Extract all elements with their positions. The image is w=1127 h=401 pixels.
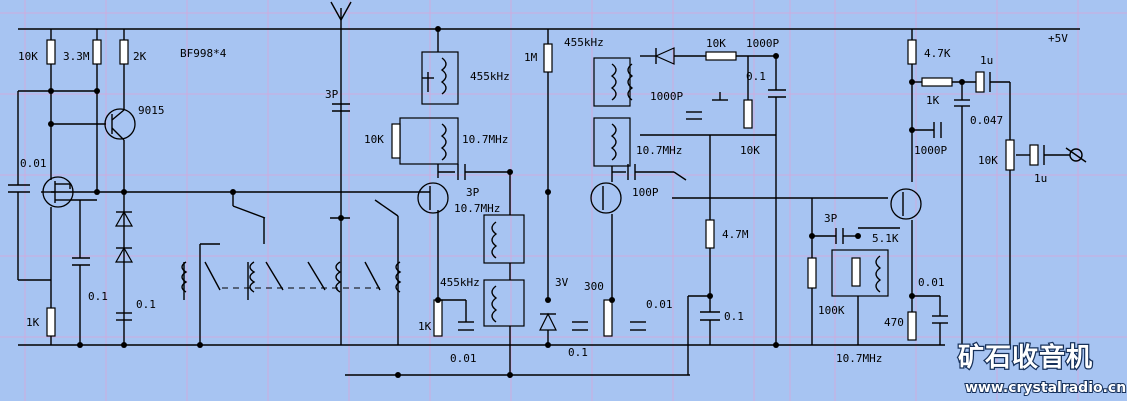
pot-10k <box>1005 139 1015 171</box>
label-if-455-top: 455kHz <box>470 70 510 83</box>
label-r-300: 300 <box>584 280 604 293</box>
diode-icon <box>114 210 134 227</box>
detector-fet-icon <box>590 182 622 214</box>
output-jack-icon <box>1069 148 1083 162</box>
label-r-1k-left: 1K <box>26 316 40 329</box>
label-if-107-b: 10.7MHz <box>454 202 500 215</box>
resistor-10k <box>46 39 56 65</box>
label-c-001-right: 0.01 <box>918 276 945 289</box>
label-if-107: 10.7MHz <box>462 133 508 146</box>
resistor-2k <box>119 39 129 65</box>
label-c-a: 0.1 <box>88 290 108 303</box>
label-c-ant: 3P <box>325 88 339 101</box>
label-c-3p-right: 3P <box>824 212 838 225</box>
diode-icon <box>114 246 134 263</box>
label-if-455-bottom: 455kHz <box>440 276 480 289</box>
label-pot-10k: 10K <box>978 154 998 167</box>
label-c-01-top: 0.1 <box>746 70 766 83</box>
label-r-47m: 4.7M <box>722 228 749 241</box>
watermark-url: www.crystalradio.cn <box>965 380 1126 396</box>
label-r-10k-top: 10K <box>706 37 726 50</box>
supply-label: +5V <box>1048 32 1068 45</box>
label-c-1000p-top: 1000P <box>746 37 779 50</box>
label-c-1000p-right: 1000P <box>914 144 947 157</box>
watermark-title: 矿石收音机 <box>958 342 1093 373</box>
label-if-107-right: 10.7MHz <box>836 352 882 365</box>
resistor-470 <box>907 311 917 341</box>
label-r-10k-mid: 10K <box>364 133 384 146</box>
resistor-10k-mid <box>391 123 401 159</box>
transistor-9015-icon <box>104 108 136 140</box>
zener-diode-icon <box>539 312 557 331</box>
resistor-4k7 <box>907 39 917 65</box>
label-r3: 2K <box>133 50 147 63</box>
transistor-note: BF998*4 <box>180 47 227 60</box>
label-r-470: 470 <box>884 316 904 329</box>
label-r1: 10K <box>18 50 38 63</box>
label-r-1k-right: 1K <box>926 94 940 107</box>
resistor-3m3 <box>92 39 102 65</box>
antenna-symbol <box>330 1 352 345</box>
label-r-1m: 1M <box>524 51 538 64</box>
label-r-100k: 100K <box>818 304 845 317</box>
label-c-in: 0.01 <box>20 157 47 170</box>
resistor-1k-right <box>921 77 953 87</box>
label-c-coupling: 3P <box>466 186 480 199</box>
mixer-stage: 455kHz 10K 10.7MHz 3P 10.7MHz 455kHz 1K … <box>364 29 525 375</box>
cap-output-icon <box>1029 144 1039 166</box>
label-r-47k: 4.7K <box>924 47 951 60</box>
label-c-01-det: 0.1 <box>568 346 588 359</box>
resistor-4m7 <box>705 219 715 249</box>
label-q-pnp: 9015 <box>138 104 165 117</box>
label-c-1000p-left: 1000P <box>650 90 683 103</box>
label-r-1k-mid: 1K <box>418 320 432 333</box>
detector-diode-icon <box>654 47 675 65</box>
label-r-10k-det: 10K <box>740 144 760 157</box>
label-c-01-low: 0.1 <box>724 310 744 323</box>
label-if-455-det: 455kHz <box>564 36 604 49</box>
label-c-001-det: 0.01 <box>646 298 673 311</box>
resistor-10k-top <box>705 51 737 61</box>
tuning-section: 3P <box>181 88 402 345</box>
output-stage: 4.7K 1K 1u 0.047 1000P 10K 1u <box>807 29 1087 365</box>
resistor-1k-left <box>46 307 56 337</box>
label-c-100p: 100P <box>632 186 659 199</box>
label-c-1u-top: 1u <box>980 54 993 67</box>
mixer-fet-icon <box>417 182 449 214</box>
label-c-001-mid: 0.01 <box>450 352 477 365</box>
watermark: 矿石收音机 www.crystalradio.cn <box>957 341 1127 397</box>
label-r-51k: 5.1K <box>872 232 899 245</box>
resistor-1m <box>543 43 553 73</box>
resistor-51k <box>851 257 861 287</box>
junction-dots <box>48 26 965 378</box>
resistor-300 <box>603 299 613 337</box>
resistor-1k-mid <box>433 299 443 337</box>
label-c-1u-out: 1u <box>1034 172 1047 185</box>
label-if-107-det: 10.7MHz <box>636 144 682 157</box>
label-r2: 3.3M <box>63 50 90 63</box>
cap-electrolytic-icon <box>975 71 985 93</box>
label-c-0047: 0.047 <box>970 114 1003 127</box>
rails: +5V BF998*4 <box>18 28 1080 376</box>
bias-network: 10K 3.3M 2K 9015 0.01 <box>8 29 430 345</box>
resistor-100k <box>807 257 817 289</box>
label-c-b: 0.1 <box>136 298 156 311</box>
label-v-3v: 3V <box>555 276 569 289</box>
output-fet-icon <box>890 188 922 220</box>
detector-stage: 1M 3V 0.1 455kHz 10.7MHz 100P 300 0.01 <box>524 29 888 375</box>
resistor-10k-det <box>743 99 753 129</box>
